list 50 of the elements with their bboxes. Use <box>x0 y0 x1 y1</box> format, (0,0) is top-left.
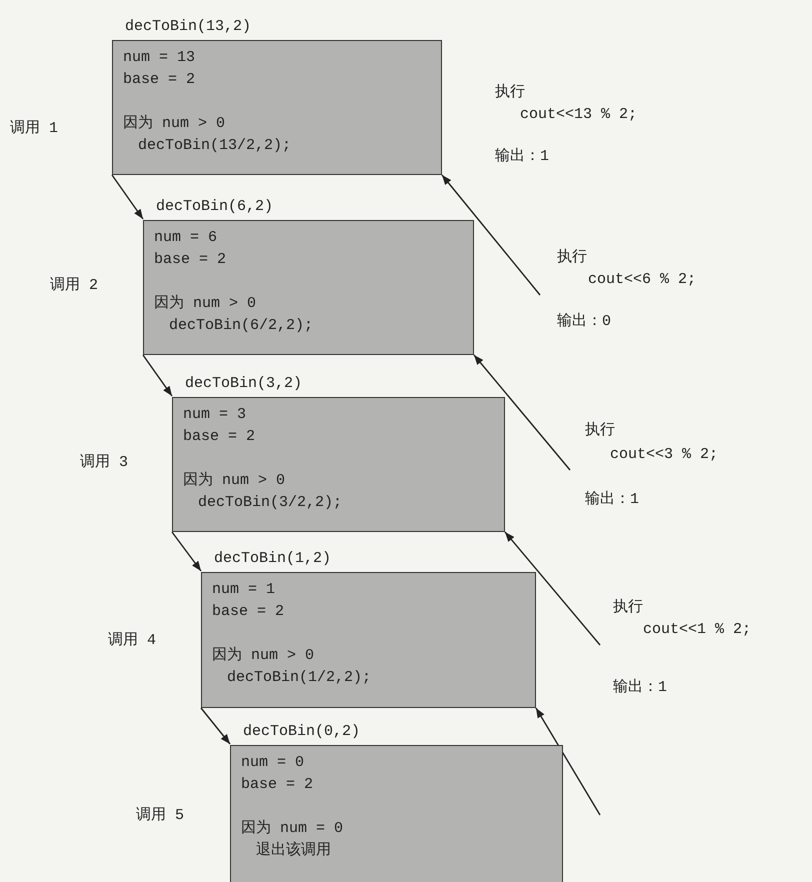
call-label: 调用 1 <box>10 120 58 138</box>
code-line: num = 6 <box>154 229 218 247</box>
code-line: 因为 num = 0 <box>241 820 344 838</box>
code-line: 退出该调用 <box>256 842 331 860</box>
code-line: base = 2 <box>123 71 196 89</box>
code-line: num = 1 <box>212 581 276 599</box>
code-line: num = 13 <box>123 49 196 67</box>
arrow <box>111 174 144 220</box>
code-line: 因为 num > 0 <box>183 472 286 490</box>
function-call-text: decToBin(3,2) <box>185 375 302 393</box>
code-line: decToBin(3/2,2); <box>198 494 342 512</box>
code-line: base = 2 <box>154 251 226 269</box>
note-text: 执行 <box>557 249 587 267</box>
code-line: cout<<6 % 2; <box>588 271 696 289</box>
arrow <box>441 174 541 296</box>
code-line: base = 2 <box>241 776 314 794</box>
arrow <box>142 354 173 396</box>
code-line: decToBin(13/2,2); <box>138 137 292 155</box>
code-line: num = 0 <box>241 754 304 772</box>
note-text: 输出：0 <box>557 313 612 331</box>
arrow <box>473 354 571 470</box>
code-line: decToBin(6/2,2); <box>169 317 314 335</box>
code-line: 因为 num > 0 <box>212 647 314 665</box>
function-call-text: decToBin(1,2) <box>214 550 332 568</box>
note-text: 执行 <box>613 599 643 617</box>
code-line: decToBin(1/2,2); <box>227 669 372 687</box>
code-line: base = 2 <box>183 428 256 446</box>
code-line: base = 2 <box>212 603 284 621</box>
note-text: 输出：1 <box>613 679 668 697</box>
call-label: 调用 5 <box>136 807 184 825</box>
code-line: num = 3 <box>183 406 246 424</box>
arrow <box>171 532 202 572</box>
function-call-text: decToBin(13,2) <box>125 18 252 36</box>
code-line: cout<<1 % 2; <box>643 621 752 639</box>
function-call-text: decToBin(0,2) <box>243 723 360 741</box>
arrow <box>200 708 231 744</box>
note-text: 输出：1 <box>495 148 550 166</box>
code-line: 因为 num > 0 <box>123 115 226 133</box>
note-text: 输出：1 <box>585 491 640 509</box>
code-line: 因为 num > 0 <box>154 295 256 313</box>
call-label: 调用 2 <box>50 277 98 295</box>
code-line: cout<<3 % 2; <box>610 446 718 464</box>
note-text: 执行 <box>495 84 525 102</box>
arrow <box>535 708 601 816</box>
function-call-text: decToBin(6,2) <box>156 198 274 216</box>
call-label: 调用 3 <box>80 454 128 472</box>
note-text: 执行 <box>585 422 615 440</box>
arrow <box>504 532 601 646</box>
call-label: 调用 4 <box>108 632 156 650</box>
code-line: cout<<13 % 2; <box>520 106 638 124</box>
